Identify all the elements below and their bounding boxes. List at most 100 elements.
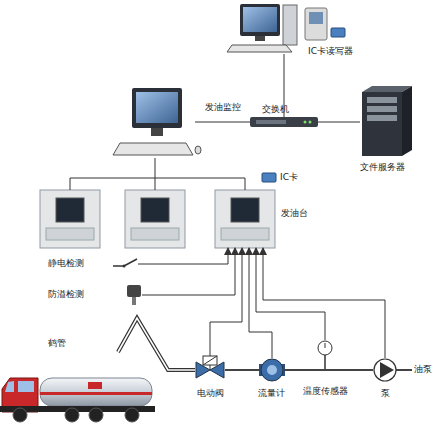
signal-connector — [256, 248, 325, 340]
monitor-screen — [136, 92, 178, 123]
part-label: IC卡 — [280, 172, 298, 183]
temp-gauge — [325, 343, 326, 348]
pipe-connector — [284, 369, 373, 371]
pipe — [396, 369, 412, 371]
panel-keypad — [46, 228, 94, 240]
server-side — [402, 86, 412, 156]
panel-body — [125, 190, 185, 248]
computer-node: IC卡读写器 — [228, 2, 338, 54]
ic-card-icon — [331, 28, 345, 37]
node-label: 文件服务器 — [360, 162, 405, 173]
node-label: 流量计 — [258, 388, 285, 399]
truck-wheel — [13, 408, 27, 422]
card-reader — [305, 8, 327, 40]
panel-screen — [141, 198, 169, 222]
server-bay — [367, 106, 397, 112]
switch-body — [250, 117, 318, 127]
monitor — [132, 88, 182, 128]
static-switch-symbol — [123, 265, 126, 268]
valve-body — [210, 362, 224, 378]
node-label: 发油台 — [281, 208, 308, 219]
signal-connector — [142, 248, 235, 295]
valve-actuator — [203, 356, 217, 365]
signal-connector — [155, 158, 245, 190]
truck-wheel — [65, 408, 79, 422]
node-label: 交换机 — [262, 104, 289, 115]
switch-light — [309, 121, 312, 124]
sensor-node: 温度传感器 — [317, 340, 333, 356]
panel-body — [40, 190, 100, 248]
server-bay — [367, 115, 397, 121]
mouse — [195, 146, 201, 154]
static-switch-symbol — [124, 259, 137, 266]
signal-connector — [210, 248, 242, 356]
truck-wheel — [89, 408, 103, 422]
truck-stripe — [40, 392, 152, 395]
switch-light — [304, 121, 307, 124]
monitor-stand — [255, 36, 265, 41]
node-label: 温度传感器 — [303, 386, 348, 397]
monitor — [240, 4, 280, 36]
node-label: 静电检测 — [48, 258, 84, 269]
flow-meter — [261, 359, 283, 381]
pump-node: 泵 — [373, 358, 397, 382]
node-label: 电动阀 — [197, 388, 224, 399]
truck-wheel — [125, 408, 139, 422]
signal-connector — [318, 122, 360, 123]
sensor-stem — [324, 355, 326, 370]
pc-tower — [283, 5, 297, 45]
part-label: 油泵 — [414, 364, 432, 375]
node-label: IC卡读写器 — [308, 46, 353, 57]
node-label: 防溢检测 — [48, 289, 84, 300]
sensor-node: 防溢检测 — [126, 284, 142, 306]
meter-node: 流量计 — [260, 358, 284, 382]
monitor-screen — [243, 7, 277, 32]
reader-screen — [309, 12, 323, 24]
computer-node: 发油监控 — [115, 86, 195, 158]
truck-tank — [40, 378, 152, 406]
sensor-node: 静电检测 — [112, 257, 138, 271]
truck-logo — [88, 382, 102, 389]
flow-meter — [267, 365, 277, 375]
network-wire — [155, 178, 156, 190]
loading-arm — [118, 318, 195, 370]
keyboard — [113, 143, 193, 155]
panel-screen — [231, 198, 259, 222]
valve-node: 电动阀 — [195, 356, 225, 384]
pipe-connector — [225, 369, 260, 371]
server-node: 文件服务器 — [360, 88, 414, 156]
truck-window — [5, 381, 14, 392]
node-label: 发油监控 — [205, 102, 241, 113]
overfill-sensor — [127, 285, 141, 297]
panel-keypad — [221, 228, 269, 240]
part-label: 鹤管 — [48, 338, 66, 349]
pump-symbol — [374, 359, 396, 381]
loading-arm — [118, 318, 195, 370]
keyboard — [227, 45, 292, 52]
signal-connector — [138, 248, 228, 264]
server-bay — [367, 97, 397, 103]
overfill-sensor — [132, 297, 136, 305]
signal-connector — [284, 54, 285, 117]
panel-keypad — [131, 228, 179, 240]
signal-connector — [249, 248, 272, 358]
server-front — [362, 92, 402, 156]
switch-ports — [256, 120, 286, 124]
signal-connector — [195, 122, 250, 123]
valve-actuator — [203, 356, 217, 365]
signal-connector — [263, 248, 385, 358]
truck-window — [18, 381, 34, 392]
monitor-stand — [151, 128, 163, 136]
valve-body — [196, 362, 210, 378]
panel-node: 发油台 — [215, 190, 275, 248]
ic-card-icon — [262, 173, 276, 182]
panel-screen — [56, 198, 84, 222]
pump-symbol — [380, 362, 394, 378]
temp-gauge — [318, 341, 332, 355]
node-label: 泵 — [381, 388, 390, 399]
network-wire — [70, 178, 155, 190]
switch-node: 交换机 — [250, 117, 318, 127]
